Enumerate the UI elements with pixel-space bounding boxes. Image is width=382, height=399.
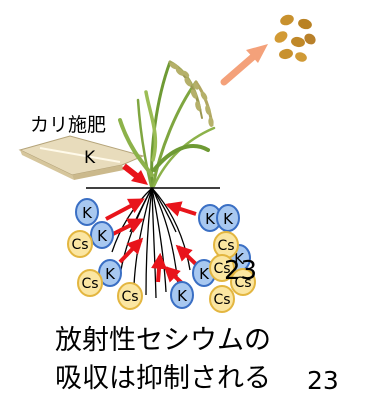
k-ion: K: [170, 281, 194, 309]
uptake-arrows: [105, 198, 202, 289]
harvest-arrow: [220, 44, 268, 86]
grain: [291, 36, 305, 48]
svg-text:K: K: [177, 287, 188, 305]
uptake-arrow: [105, 198, 145, 221]
grain: [279, 48, 293, 60]
grain: [298, 18, 312, 30]
uptake-arrow: [118, 237, 144, 264]
svg-text:K: K: [223, 210, 234, 228]
fertilizer-label: カリ施肥: [30, 114, 107, 136]
cs-ion: Cs: [209, 254, 235, 282]
caption-line-1: 放射性セシウムの: [55, 325, 271, 356]
svg-text:Cs: Cs: [213, 261, 230, 277]
slide-number: 23: [307, 366, 339, 395]
grain: [304, 33, 316, 45]
cs-ion: Cs: [230, 268, 256, 296]
svg-text:K: K: [82, 204, 93, 222]
k-ion: K: [198, 204, 222, 232]
cs-ion: Cs: [213, 231, 239, 259]
grain: [295, 52, 307, 62]
k-ion: K: [75, 198, 99, 226]
fertilizer-bag: K: [18, 135, 145, 180]
uptake-arrow: [151, 252, 167, 283]
grain: [274, 31, 288, 43]
uptake-arrow: [112, 218, 144, 236]
fertilizer-bag-letter: K: [84, 148, 96, 168]
k-ion: K: [90, 221, 114, 249]
svg-text:Cs: Cs: [121, 289, 138, 305]
uptake-arrow: [164, 201, 197, 217]
svg-text:Cs: Cs: [234, 275, 251, 291]
cs-ion: Cs: [77, 269, 103, 297]
svg-text:K: K: [234, 250, 245, 268]
svg-text:K: K: [105, 265, 116, 283]
svg-text:K: K: [199, 265, 210, 283]
harvested-grains: [274, 14, 316, 62]
k-ion: K: [216, 204, 240, 232]
cs-ion: Cs: [209, 285, 235, 313]
cs-ion: Cs: [117, 282, 143, 310]
fertilizer-arrow: [122, 163, 148, 185]
overlap-slide-number: 23: [224, 256, 258, 286]
rice-plant: [118, 60, 216, 188]
caption-line-2: 吸収は抑制される: [55, 363, 271, 394]
svg-text:Cs: Cs: [217, 238, 234, 254]
grain: [280, 14, 294, 26]
cesium-ions: Cs Cs Cs Cs Cs Cs Cs: [67, 230, 256, 313]
svg-text:K: K: [205, 210, 216, 228]
cs-ion: Cs: [67, 230, 93, 258]
svg-text:Cs: Cs: [71, 237, 88, 253]
svg-text:K: K: [97, 227, 108, 245]
svg-text:Cs: Cs: [81, 276, 98, 292]
svg-text:Cs: Cs: [213, 292, 230, 308]
